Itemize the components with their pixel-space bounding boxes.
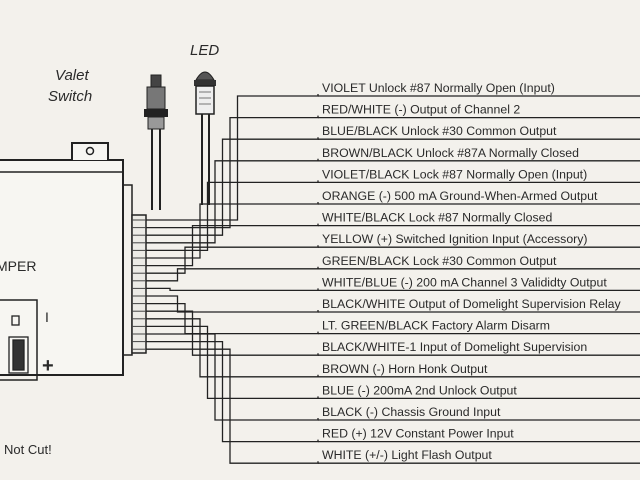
wire-label: BLACK (-) Chassis Ground Input [322, 405, 501, 419]
wire-label: BLUE (-) 200mA 2nd Unlock Output [322, 383, 517, 397]
wire-run [146, 94, 319, 221]
wire-run [146, 223, 319, 267]
wire-label: WHITE/BLUE (-) 200 mA Channel 3 Valididt… [322, 275, 607, 289]
wire-run [146, 245, 319, 274]
wire-harness: VIOLET Unlock #87 Normally Open (Input) R… [146, 81, 640, 464]
jumper-block-frame [8, 336, 29, 374]
wire-run [146, 180, 319, 252]
wire-run [146, 295, 319, 313]
wire-label: VIOLET Unlock #87 Normally Open (Input) [322, 81, 555, 95]
wire-label: RED (+) 12V Constant Power Input [322, 427, 514, 441]
wire-run [146, 137, 319, 236]
jumper-block [12, 339, 25, 371]
alarm-module [0, 142, 147, 381]
wire-run [146, 340, 319, 443]
mounting-tab [71, 142, 109, 160]
valet-switch-base [147, 116, 165, 130]
valet-switch-housing [146, 86, 166, 110]
jumper-label: MPER [0, 258, 36, 274]
jumper-slot-small [11, 315, 20, 326]
module-indicator-plus: + [42, 355, 54, 377]
wire-label: WHITE/BLACK Lock #87 Normally Closed [322, 211, 552, 225]
wire-run [146, 333, 319, 421]
wire-run [146, 266, 319, 282]
wire-label: BROWN (-) Horn Honk Output [322, 362, 488, 376]
wire-label: BLACK/WHITE Output of Domelight Supervis… [322, 297, 622, 311]
led-label: LED [190, 42, 219, 59]
wire-run [146, 318, 319, 378]
module-indicator-i: I [45, 309, 49, 325]
wire-label: WHITE (+/-) Light Flash Output [322, 448, 492, 462]
wire-label: BLUE/BLACK Unlock #30 Common Output [322, 124, 557, 138]
status-led [194, 71, 216, 205]
valet-switch[interactable] [144, 74, 168, 210]
wire-run [146, 310, 319, 356]
wire-run [146, 348, 319, 464]
wire-label: VIOLET/BLACK Lock #87 Normally Open (Inp… [322, 167, 587, 181]
led-dome [195, 71, 215, 81]
wire-run [146, 158, 319, 244]
wire-label: LT. GREEN/BLACK Factory Alarm Disarm [322, 319, 550, 333]
wire-run [146, 202, 319, 259]
valet-switch-label-line1: Valet [55, 67, 89, 84]
wire-run [146, 325, 319, 400]
jumper-compartment [0, 299, 38, 381]
wire-run [146, 115, 319, 229]
not-cut-note: Not Cut! [4, 442, 52, 457]
valet-switch-nut [144, 109, 168, 117]
valet-switch-label-line2: Switch [48, 88, 92, 105]
wire-label: GREEN/BLACK Lock #30 Common Output [322, 254, 557, 268]
led-body [195, 85, 215, 115]
wire-run [146, 287, 319, 292]
module-side-step [123, 184, 133, 356]
wire-label: BROWN/BLACK Unlock #87A Normally Closed [322, 146, 579, 160]
wire-label: RED/WHITE (-) Output of Channel 2 [322, 103, 520, 117]
module-body [0, 159, 124, 376]
connector-pins [132, 219, 146, 350]
valet-switch-button[interactable] [150, 74, 162, 88]
mounting-hole [85, 146, 95, 156]
wire-label: YELLOW (+) Switched Ignition Input (Acce… [322, 232, 588, 246]
wire-label: BLACK/WHITE-1 Input of Domelight Supervi… [322, 340, 587, 354]
wire-label: ORANGE (-) 500 mA Ground-When-Armed Outp… [322, 189, 598, 203]
led-collar [194, 80, 216, 86]
